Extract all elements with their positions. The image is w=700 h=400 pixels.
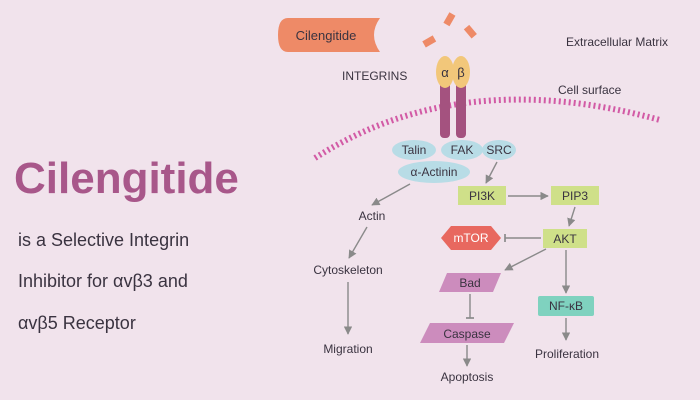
drug-label: Cilengitide xyxy=(296,28,357,43)
bad-node xyxy=(439,273,501,292)
integrin-alpha-head xyxy=(436,56,454,88)
integrins-label: INTEGRINS xyxy=(342,69,407,83)
alpha-actinin-label: α-Actinin xyxy=(411,165,458,179)
headline-line-2: Inhibitor for αvβ3 and xyxy=(18,271,188,291)
apoptosis-label: Apoptosis xyxy=(441,370,494,384)
pip3-node xyxy=(551,186,599,205)
pi3k-label: PI3K xyxy=(469,189,495,203)
proliferation-label: Proliferation xyxy=(535,347,599,361)
drug-ribbon-shape xyxy=(278,18,380,52)
cell-membrane xyxy=(313,96,661,161)
mtor-node xyxy=(441,226,501,250)
talin-label: Talin xyxy=(402,143,427,157)
pip3-label: PIP3 xyxy=(562,189,588,203)
caspase-label: Caspase xyxy=(443,327,491,341)
arrow-actin-cytoskeleton xyxy=(348,226,368,259)
arrow-pip3-akt xyxy=(567,206,576,227)
fak-label: FAK xyxy=(451,143,474,157)
headline-line-1: is a Selective Integrin xyxy=(18,230,189,250)
mtor-label: mTOR xyxy=(453,231,488,245)
ligand-fragment xyxy=(422,35,437,48)
nfkb-node xyxy=(538,296,594,316)
arrow-akt-bad xyxy=(504,248,547,271)
akt-node xyxy=(543,229,587,248)
fak-node xyxy=(441,140,483,160)
bad-label: Bad xyxy=(459,276,480,290)
integrin-beta-stalk xyxy=(456,80,466,138)
actin-label: Actin xyxy=(359,209,386,223)
akt-label: AKT xyxy=(553,232,577,246)
integrin-alpha-stalk xyxy=(440,80,450,138)
integrin-beta-head xyxy=(452,56,470,88)
extracellular-label: Extracellular Matrix xyxy=(566,35,668,49)
ligand-fragment xyxy=(463,24,477,39)
pi3k-node xyxy=(458,186,506,205)
nfkb-label: NF-κB xyxy=(549,299,583,313)
alpha-actinin-node xyxy=(398,161,470,183)
headline-title: Cilengitide xyxy=(14,154,239,203)
cytoskeleton-label: Cytoskeleton xyxy=(313,263,382,277)
integrin-alpha-label: α xyxy=(441,65,449,80)
cell-surface-label: Cell surface xyxy=(558,83,622,97)
migration-label: Migration xyxy=(323,342,372,356)
src-label: SRC xyxy=(486,143,512,157)
ligand-fragment xyxy=(443,12,456,27)
headline-line-3: αvβ5 Receptor xyxy=(18,313,136,333)
arrow-src-pi3k xyxy=(485,161,498,184)
caspase-node xyxy=(420,323,514,343)
integrin-beta-label: β xyxy=(457,65,464,80)
talin-node xyxy=(392,140,436,160)
arrow-actinin-actin xyxy=(371,183,411,206)
src-node xyxy=(482,140,516,160)
